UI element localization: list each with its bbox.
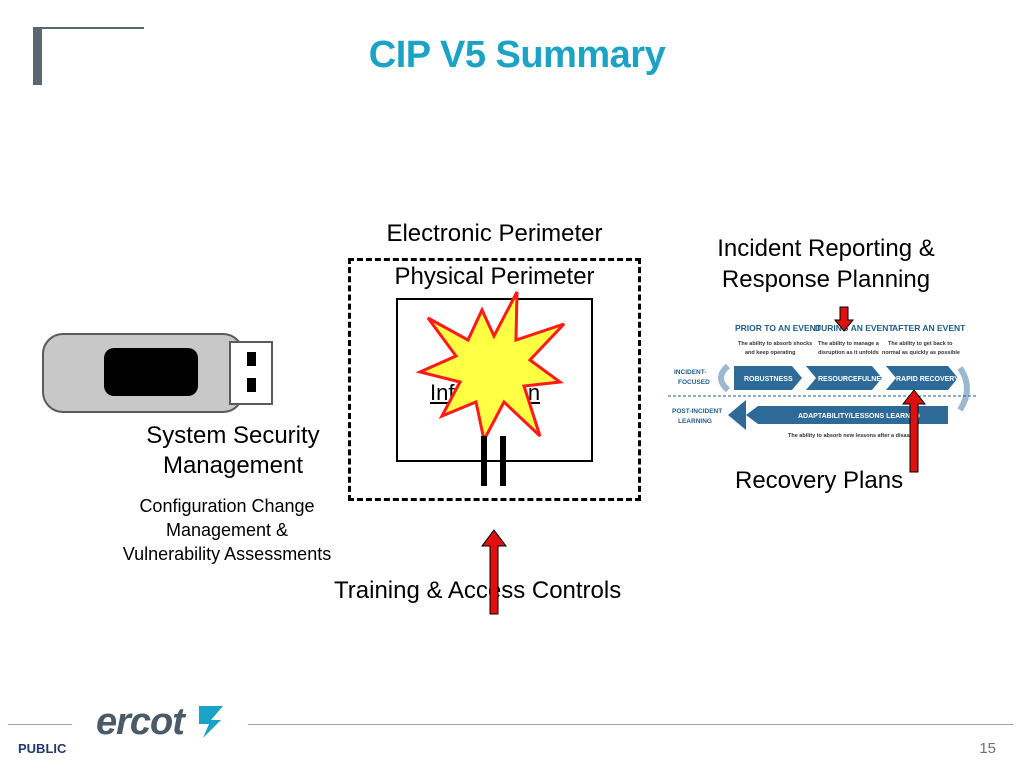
robustness-label: ROBUSTNESS: [744, 376, 793, 383]
after-event-heading: AFTER AN EVENT: [892, 323, 966, 333]
ercot-logo-mark-icon: [199, 706, 224, 738]
slide-title: CIP V5 Summary: [368, 34, 666, 76]
adaptability-label: ADAPTABILITY/LESSONS LEARNED: [798, 413, 920, 420]
electronic-perimeter-label: Electronic Perimeter: [386, 220, 603, 247]
after-desc-1: The ability to get back to: [888, 341, 953, 347]
electronic-perimeter-box: [348, 258, 641, 501]
prior-desc-1: The ability to absorb shocks: [738, 341, 812, 347]
during-event-heading: DURING AN EVENT: [815, 323, 894, 333]
recovery-plans-label: Recovery Plans: [735, 467, 904, 494]
ercot-logo: ercot: [96, 700, 229, 744]
system-security-label: System Security Management: [146, 422, 320, 479]
resilience-graphic: PRIOR TO AN EVENT The ability to absorb …: [668, 323, 978, 439]
incident-down-arrow-icon: [834, 306, 854, 332]
footer-divider-left: [8, 724, 72, 725]
prior-event-heading: PRIOR TO AN EVENT: [735, 323, 822, 333]
page-number: 15: [979, 740, 996, 757]
recovery-up-arrow-icon: [901, 389, 927, 473]
incident-focused-1: INCIDENT-: [674, 369, 707, 376]
after-desc-2: normal as quickly as possible: [882, 350, 960, 356]
header-bracket-vertical: [33, 27, 42, 85]
prior-desc-2: and keep operating: [745, 350, 795, 356]
resourcefulness-label: RESOURCEFULNESS: [818, 376, 891, 383]
during-desc-1: The ability to manage a: [818, 341, 880, 347]
post-incident-1: POST-INCIDENT: [672, 408, 722, 415]
connector-line-left: [481, 436, 487, 486]
rapid-recovery-label: RAPID RECOVERY: [896, 376, 959, 383]
public-label: PUBLIC: [18, 741, 67, 756]
usb-drive-icon: [42, 333, 273, 413]
during-desc-2: disruption as it unfolds: [818, 350, 879, 356]
physical-perimeter-label: Physical Perimeter: [394, 263, 595, 290]
training-arrow-icon: [481, 529, 507, 615]
explosion-burst-icon: [415, 291, 566, 445]
post-incident-2: LEARNING: [678, 418, 712, 425]
config-change-label: Configuration Change Management & Vulner…: [122, 496, 332, 564]
adaptability-desc: The ability to absorb new lessons after …: [788, 433, 918, 439]
connector-line-right: [500, 436, 506, 486]
incident-reporting-label: Incident Reporting & Response Planning: [717, 235, 935, 293]
footer-divider-right: [248, 724, 1013, 725]
training-access-label: Training & Access Controls: [334, 577, 622, 604]
incident-focused-2: FOCUSED: [678, 379, 710, 386]
header-bracket-horizontal: [33, 27, 144, 29]
